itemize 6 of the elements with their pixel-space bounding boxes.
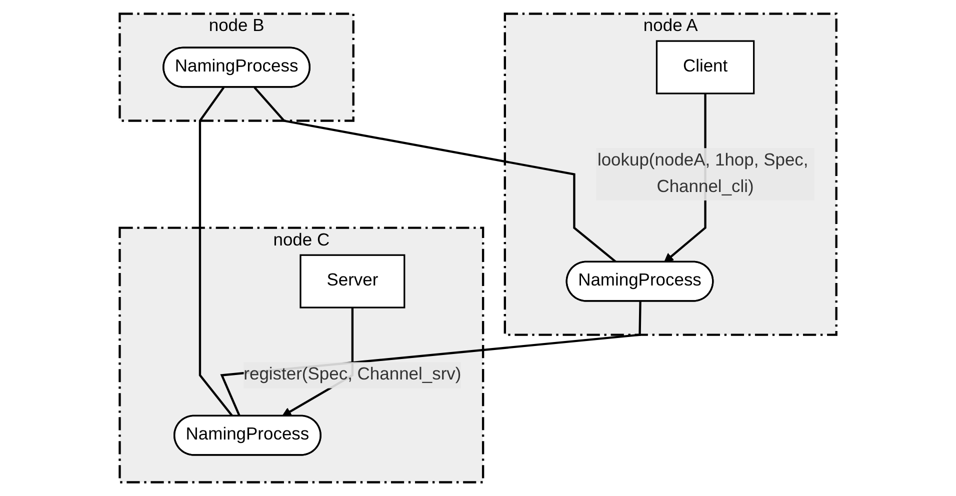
connector: [254, 86, 617, 264]
node-box: Client: [656, 40, 755, 94]
connector: [198, 86, 234, 417]
edge-label: lookup(nodeA, 1hop, Spec, Channel_cli): [597, 151, 808, 196]
edge-label: register(Spec, Channel_srv): [244, 365, 462, 384]
node-box: Server: [300, 254, 406, 308]
